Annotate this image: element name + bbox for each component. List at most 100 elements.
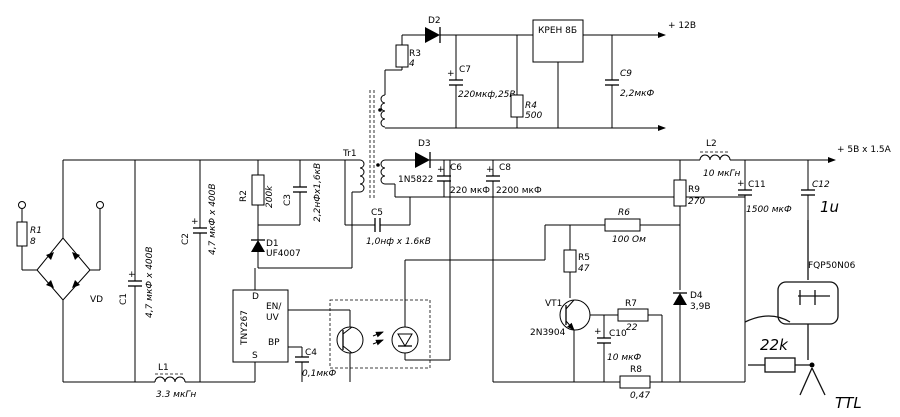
resistor-r2	[251, 160, 265, 225]
label-vt1: VT1	[545, 299, 562, 309]
capacitor-c11	[738, 160, 752, 382]
label-d1-value: UF4007	[266, 249, 301, 259]
label-r9-value: 270	[688, 197, 705, 207]
handwritten-resistor-22k	[748, 357, 826, 396]
capacitor-c4	[295, 347, 309, 382]
label-c10: C10	[609, 329, 627, 339]
c8-plus: +	[486, 165, 494, 175]
ic-pin-bp: BP	[268, 338, 280, 348]
c6-plus: +	[437, 165, 445, 175]
zener-d4	[673, 292, 687, 382]
ic-name: TNY267	[240, 310, 250, 346]
label-ttl: TTL	[835, 394, 862, 412]
handwritten-mosfet	[744, 220, 839, 360]
label-c12-value: 1u	[820, 198, 839, 216]
label-c10-value: 10 мкФ	[607, 353, 642, 363]
label-c8-value: 2200 мкФ	[496, 186, 542, 196]
diode-d3	[385, 152, 745, 198]
label-r8: R8	[630, 365, 642, 375]
label-c6-value: 220 мкФ	[450, 186, 490, 196]
resistor-r5	[563, 249, 577, 298]
label-r2-value: 200k	[265, 185, 275, 208]
resistor-r4	[510, 35, 524, 128]
label-22k: 22k	[760, 336, 789, 354]
label-r8-value: 0,47	[630, 391, 650, 401]
input-terminals	[18, 201, 104, 209]
label-r7-value: 22	[626, 323, 638, 333]
label-r1: R1	[30, 226, 42, 236]
label-l1: L1	[158, 363, 169, 373]
label-c3: C3	[283, 194, 293, 206]
transistor-vt1	[559, 299, 618, 382]
label-c6: C6	[450, 163, 462, 173]
label-c9: C9	[620, 69, 632, 79]
label-c1: C1	[119, 293, 129, 305]
label-tr1: Tr1	[342, 149, 357, 159]
regulator-kren	[532, 19, 640, 128]
label-d4-value: 3,9В	[690, 302, 711, 312]
resistor-r9	[673, 160, 687, 290]
label-l1-value: 3.3 мкГн	[156, 390, 196, 400]
label-c4-value: 0,1мкФ	[302, 369, 337, 379]
label-c5-value: 1,0нф х 1.6кВ	[366, 237, 431, 247]
label-c2: C2	[181, 233, 191, 245]
label-c12: C12	[812, 180, 830, 190]
label-d4: D4	[690, 291, 703, 301]
ic-pin-en: EN/	[266, 302, 282, 312]
inductor-l2	[699, 151, 836, 163]
label-fqp: FQP50N06	[808, 261, 856, 271]
label-out-5v: + 5В х 1.5А	[837, 145, 892, 155]
capacitor-c7	[449, 35, 463, 128]
label-c11: C11	[748, 180, 766, 190]
label-r6-value: 100 Ом	[612, 235, 646, 245]
label-kren: КРЕН 8Б	[538, 26, 577, 36]
c10-plus: +	[594, 327, 602, 337]
resistor-r7	[617, 308, 663, 382]
ic-pin-s: S	[252, 351, 258, 361]
capacitor-c3	[258, 160, 307, 226]
resistor-r3	[384, 34, 425, 95]
resistor-r8	[492, 197, 745, 389]
label-r5: R5	[578, 253, 590, 263]
c2-plus: +	[191, 217, 199, 227]
label-d3: D3	[418, 139, 431, 149]
label-c11-value: 1500 мкФ	[746, 205, 792, 215]
label-l2-value: 10 мкГн	[703, 169, 741, 179]
label-out-12v: + 12В	[668, 21, 696, 31]
label-d2: D2	[428, 16, 441, 26]
diode-bridge-vd	[36, 160, 91, 382]
label-r7: R7	[625, 299, 637, 309]
capacitor-c8	[486, 160, 500, 197]
label-d3-value: 1N5822	[398, 175, 433, 185]
out-12v-arrow	[385, 32, 666, 131]
c1-plus: +	[128, 270, 136, 280]
ic-pin-d: D	[252, 292, 259, 302]
label-c5: C5	[371, 208, 383, 218]
label-l2: L2	[706, 139, 717, 149]
label-r9: R9	[688, 185, 700, 195]
label-r5-value: 47	[578, 264, 590, 274]
label-c7: C7	[459, 65, 471, 75]
capacitor-c9	[605, 35, 619, 128]
label-r1-value: 8	[30, 237, 36, 247]
label-d1: D1	[266, 239, 279, 249]
capacitor-c5	[344, 160, 411, 232]
label-c2-value: 4,7 мкФ х 400В	[208, 183, 218, 255]
c7-plus: +	[447, 69, 455, 79]
label-c7-value: 220мкф,25В	[458, 90, 516, 100]
inductor-l1	[154, 373, 186, 383]
capacitor-c1	[128, 160, 142, 382]
optocoupler	[329, 160, 570, 382]
c11-plus: +	[737, 179, 745, 189]
capacitor-c10	[597, 315, 611, 382]
label-r4-value: 500	[525, 111, 542, 121]
label-r6: R6	[618, 208, 630, 218]
capacitor-c12	[801, 160, 815, 220]
label-r2: R2	[239, 190, 249, 202]
transformer-tr1	[345, 90, 386, 268]
label-c1-value: 4,7 мкФ х 400В	[145, 246, 155, 318]
label-c4: C4	[305, 348, 317, 358]
label-r3: R3	[409, 49, 421, 59]
ic-tny267	[232, 268, 330, 382]
